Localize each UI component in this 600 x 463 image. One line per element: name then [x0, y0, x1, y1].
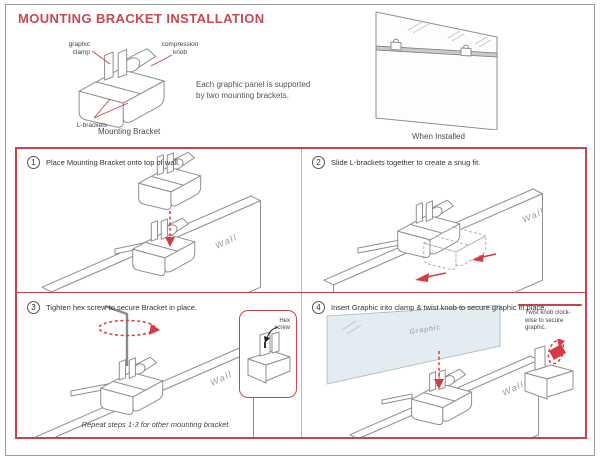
- hex-screw-inset: Hex screw: [239, 310, 297, 398]
- bracket-on-wall: [381, 369, 472, 424]
- hex-screw-inset-art: Hex screw: [247, 318, 291, 384]
- label-l-brackets: L-brackets: [77, 122, 108, 129]
- step-2-text: Slide L-brackets together to create a sn…: [331, 158, 481, 167]
- step-2-number: 2: [312, 156, 325, 169]
- label-compression-knob-2: knob: [173, 49, 187, 56]
- mounting-bracket-caption: Mounting Bracket: [98, 127, 161, 136]
- step-3-text: Tighten hex screw to secure Bracket in p…: [46, 303, 198, 312]
- label-graphic-clamp-1: graphic: [69, 41, 91, 48]
- label-graphic-clamp-2: clamp: [73, 49, 91, 56]
- inset-bracket-art: [247, 331, 291, 384]
- repeat-note: Repeat steps 1-3 for other mounting brac…: [81, 420, 231, 429]
- twist-knob-inset: Twist knob clock- wise to secure graphic…: [518, 304, 582, 400]
- twist-note-line3: graphic.: [525, 325, 547, 331]
- panel-shine-marks: [407, 20, 492, 48]
- column-divider: [301, 149, 302, 437]
- step-1-number: 1: [27, 156, 40, 169]
- installed-bracket-left: [390, 38, 402, 51]
- knob-red: [549, 344, 566, 360]
- steps-grid: 1 Place Mounting Bracket onto top of wal…: [15, 147, 587, 439]
- intro-note-line1: Each graphic panel is supported: [196, 80, 311, 89]
- row-divider: [17, 292, 585, 293]
- step-4-illustration: Graphic Wall: [326, 304, 540, 437]
- installed-panel-art: [375, 11, 498, 130]
- twist-knob-inset-art: [524, 339, 574, 400]
- twist-arrow-head: [557, 339, 565, 347]
- when-installed-diagram: [375, 11, 498, 130]
- bracket-on-wall: [114, 218, 195, 275]
- hex-screw-label-1: Hex: [279, 318, 290, 324]
- callout-arrow: [266, 326, 279, 339]
- hex-screw-label-2: screw: [274, 325, 290, 331]
- mounting-bracket-art: [79, 49, 164, 128]
- twist-knob-note: Twist knob clock- wise to secure graphic…: [525, 310, 571, 333]
- rotate-arrow-head: [149, 324, 160, 335]
- step-1-illustration: Wall: [41, 149, 261, 292]
- slide-arrow-1-head: [415, 273, 429, 282]
- graphic-label: Graphic: [409, 324, 441, 336]
- page-border: [5, 4, 595, 456]
- step-3-number: 3: [27, 301, 40, 314]
- installed-bracket-right: [460, 44, 472, 57]
- step-1-header: 1 Place Mounting Bracket onto top of wal…: [27, 156, 180, 169]
- page-title: MOUNTING BRACKET INSTALLATION: [18, 11, 265, 26]
- step-4-panel: 4 Insert Graphic into clamp & twist knob…: [302, 294, 585, 437]
- step-1-text: Place Mounting Bracket onto top of wall.: [46, 158, 180, 167]
- step-1-panel: 1 Place Mounting Bracket onto top of wal…: [17, 149, 301, 292]
- twist-note-line2: wise to secure: [525, 317, 564, 324]
- step-2-header: 2 Slide L-brackets together to create a …: [312, 156, 480, 169]
- step-3-panel: 3 Tighten hex screw to secure Bracket in…: [17, 294, 301, 437]
- slide-arrow-2-head: [472, 254, 484, 262]
- step-3-illustration: Wall: [34, 304, 254, 437]
- step-3-header: 3 Tighten hex screw to secure Bracket in…: [27, 301, 197, 314]
- graphic-shine-marks: [341, 320, 362, 335]
- callout-arrow-head: [264, 336, 270, 343]
- label-compression-knob-1: compression: [162, 41, 199, 48]
- when-installed-caption: When Installed: [412, 132, 465, 141]
- graphic-panel: [326, 304, 501, 385]
- bracket-on-wall: [70, 357, 163, 414]
- intro-note: Each graphic panel is supported by two m…: [196, 79, 310, 101]
- leader-lines: [91, 50, 173, 119]
- intro-note-line2: by two mounting brackets.: [196, 91, 289, 100]
- step-4-number: 4: [312, 301, 325, 314]
- inset-bracket-art: [524, 345, 574, 400]
- step-2-illustration: Wall: [323, 188, 546, 292]
- mounting-bracket-diagram: graphic clamp compression knob L-bracket…: [69, 41, 199, 129]
- bracket-on-wall: [357, 200, 460, 257]
- hex-key: [104, 304, 129, 366]
- step-4-header: 4 Insert Graphic into clamp & twist knob…: [312, 301, 547, 314]
- step-2-panel: 2 Slide L-brackets together to create a …: [302, 149, 585, 292]
- insert-arrow-head: [434, 379, 444, 389]
- twist-note-line1: Twist knob clock-: [525, 310, 571, 316]
- step-4-text: Insert Graphic into clamp & twist knob t…: [331, 303, 547, 312]
- place-arrow-head: [165, 237, 175, 247]
